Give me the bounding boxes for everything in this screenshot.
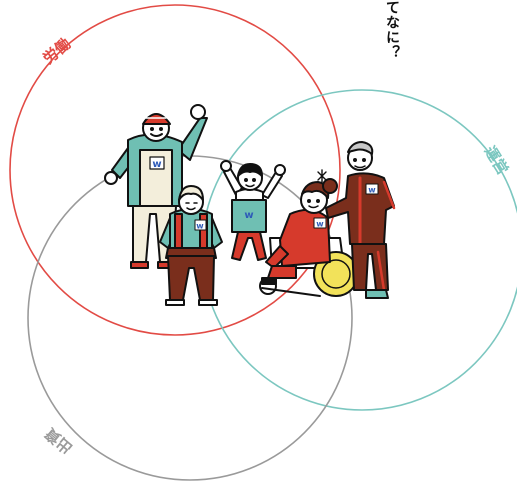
- person-teal-man: w: [104, 104, 208, 269]
- person-tracksuit-man: w: [325, 141, 396, 299]
- badge-letter: w: [152, 159, 161, 170]
- badge-letter: w: [244, 210, 253, 221]
- badge-letter: w: [196, 222, 204, 231]
- badge-letter: w: [316, 220, 324, 229]
- person-wheelchair-woman: w: [259, 169, 359, 297]
- label-labor: 労働: [40, 35, 75, 68]
- person-older-woman: w: [159, 185, 223, 306]
- circle-labor: [9, 4, 341, 336]
- page-title: てなに？: [384, 0, 400, 60]
- label-investment: 出資: [42, 424, 77, 457]
- person-child: w: [220, 160, 286, 261]
- badge-letter: w: [368, 186, 376, 195]
